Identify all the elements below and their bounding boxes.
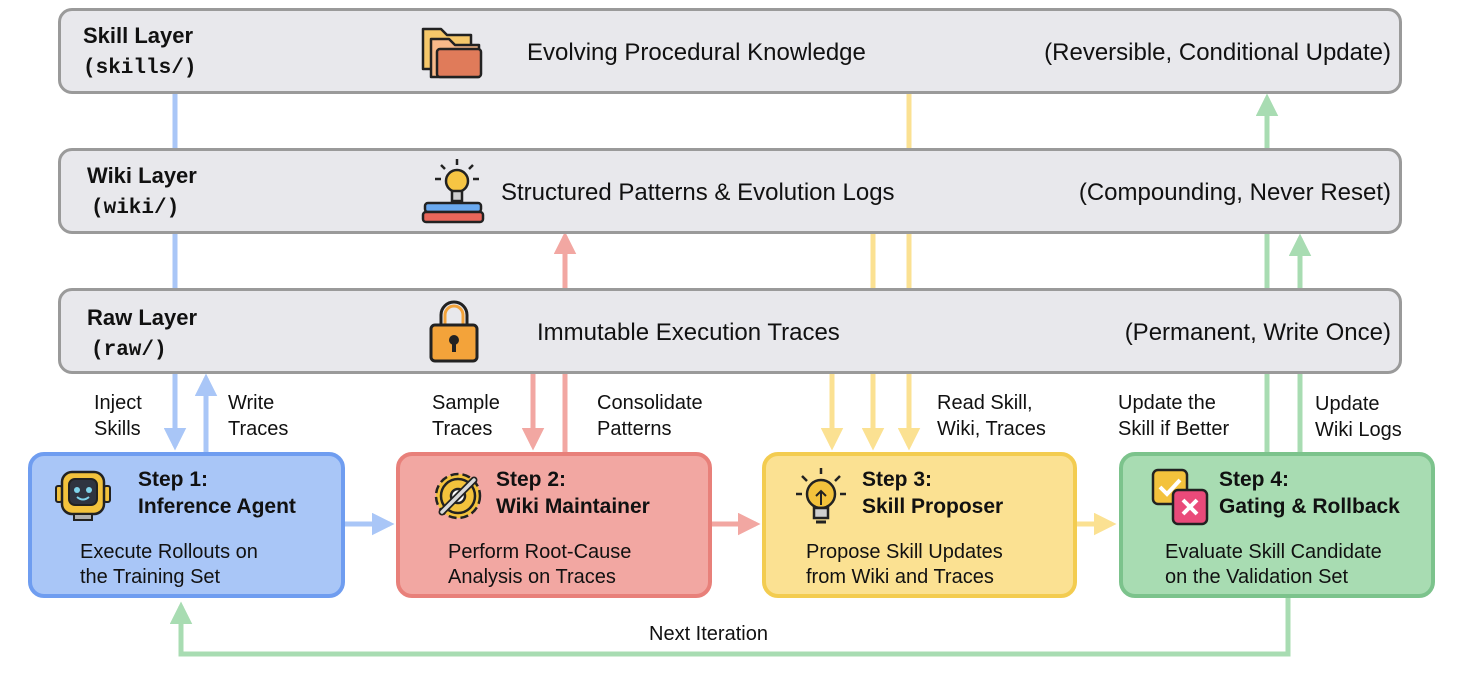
- step1-title: Step 1:Inference Agent: [138, 468, 296, 518]
- step1-inference-agent: Step 1:Inference Agent Execute Rollouts …: [28, 452, 345, 598]
- step4-title: Step 4:Gating & Rollback: [1219, 468, 1400, 518]
- folder-icon: [419, 19, 485, 86]
- next-iteration-arrow: [169, 598, 1291, 657]
- wiki-layer: Wiki Layer (wiki/) Structured Patterns &…: [58, 148, 1402, 234]
- step3-title: Step 3:Skill Proposer: [862, 468, 1004, 518]
- step3-skill-proposer: Step 3:Skill Proposer Propose Skill Upda…: [762, 452, 1077, 598]
- wiki-layer-name: Wiki Layer: [87, 163, 197, 188]
- check-cross-icon: [1149, 466, 1211, 533]
- wiki-layer-desc: Structured Patterns & Evolution Logs: [501, 179, 895, 206]
- step2-title: Step 2:Wiki Maintainer: [496, 468, 650, 518]
- wiki-layer-dir: (wiki/): [91, 197, 180, 220]
- step4-gating-rollback: Step 4:Gating & Rollback Evaluate Skill …: [1119, 452, 1435, 598]
- skill-layer-name: Skill Layer: [83, 23, 194, 48]
- skill-layer-note: (Reversible, Conditional Update): [1044, 39, 1391, 66]
- skill-layer-dir: (skills/): [83, 57, 197, 80]
- lightbulb-icon: [794, 466, 848, 533]
- step2-wiki-maintainer: Step 2:Wiki Maintainer Perform Root-Caus…: [396, 452, 712, 598]
- wiki-layer-note: (Compounding, Never Reset): [1078, 179, 1391, 206]
- raw-layer-desc: Immutable Execution Traces: [537, 319, 840, 346]
- padlock-icon: [427, 297, 481, 372]
- raw-layer: Raw Layer (raw/) Immutable Execution Tra…: [58, 288, 1402, 374]
- skill-layer-desc: Evolving Procedural Knowledge: [527, 39, 866, 66]
- next-iteration-label: Next Iteration: [649, 623, 768, 645]
- robot-icon: [54, 466, 112, 527]
- lightbulb-books-icon: [419, 157, 489, 232]
- raw-layer-name: Raw Layer: [87, 305, 198, 330]
- gear-wrench-icon: [428, 466, 488, 531]
- raw-layer-dir: (raw/): [91, 339, 167, 362]
- skill-layer: Skill Layer (skills/) Evolving Procedura…: [58, 8, 1402, 94]
- read-skill-label: Read Skill,Wiki, Traces: [937, 392, 1046, 440]
- raw-layer-note: (Permanent, Write Once): [1124, 319, 1391, 346]
